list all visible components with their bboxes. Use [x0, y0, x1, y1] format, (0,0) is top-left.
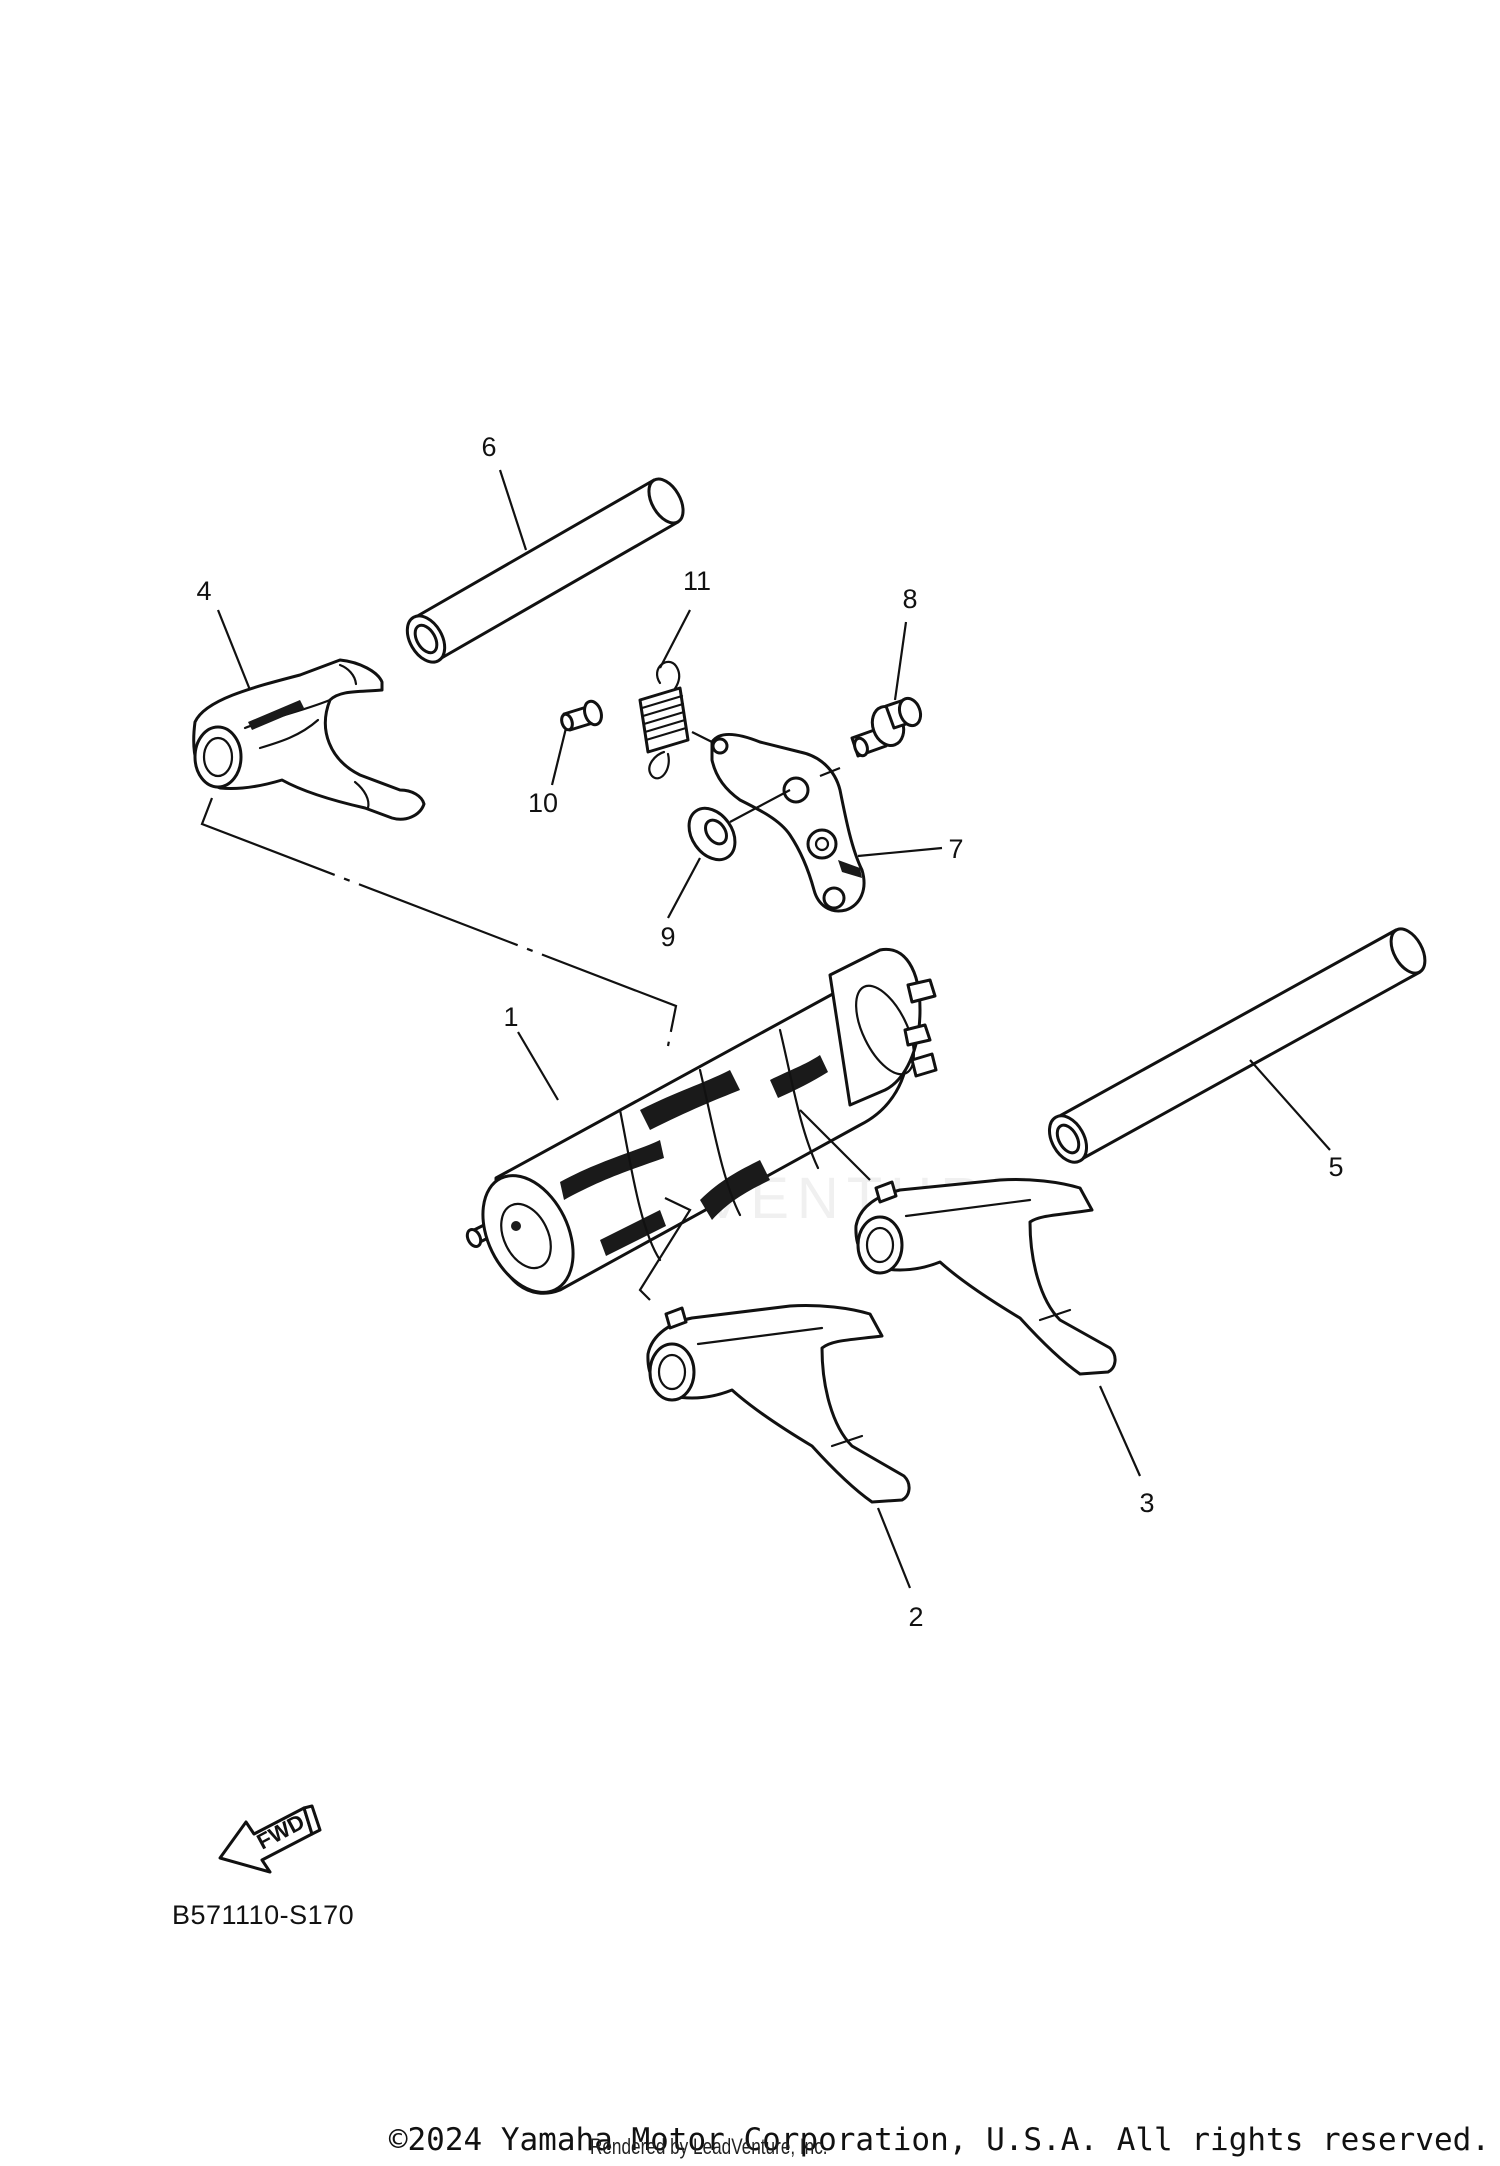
- callout-5: 5: [1328, 1152, 1343, 1182]
- guide-bar-6[interactable]: [400, 473, 690, 668]
- leader-lines: [216, 469, 1331, 1589]
- shift-fork-2[interactable]: [646, 1303, 911, 1504]
- callout-10: 10: [528, 788, 558, 818]
- bolt-8[interactable]: [850, 695, 924, 758]
- callout-8: 8: [902, 584, 917, 614]
- callout-1: 1: [503, 1002, 518, 1032]
- washer-9[interactable]: [680, 800, 745, 869]
- guide-bar-5[interactable]: [1042, 923, 1432, 1168]
- callout-9: 9: [660, 922, 675, 952]
- spring-11[interactable]: [638, 660, 690, 780]
- callouts: 6 4 11 8 10 7 9 1 5 3 2: [196, 432, 1343, 1632]
- callout-2: 2: [908, 1602, 923, 1632]
- shift-drum-1[interactable]: [465, 947, 938, 1307]
- callout-4: 4: [196, 576, 211, 606]
- stopper-lever-7[interactable]: [710, 733, 866, 913]
- copyright-notice: ©2024 Yamaha Motor Corporation, U.S.A. A…: [388, 2122, 1490, 2158]
- fwd-arrow-icon: FWD: [218, 1804, 322, 1874]
- assembly-lines: [200, 797, 871, 1301]
- shift-fork-4[interactable]: [192, 658, 426, 821]
- diagram-code: B571110-S170: [172, 1900, 355, 1930]
- callout-3: 3: [1139, 1488, 1154, 1518]
- callout-11: 11: [683, 566, 711, 596]
- pin-10[interactable]: [560, 699, 605, 732]
- shift-fork-3[interactable]: [854, 1177, 1117, 1376]
- callout-6: 6: [481, 432, 496, 462]
- rendered-by-notice: Rendered by LeadVenture, Inc.: [590, 2134, 828, 2159]
- callout-7: 7: [948, 834, 963, 864]
